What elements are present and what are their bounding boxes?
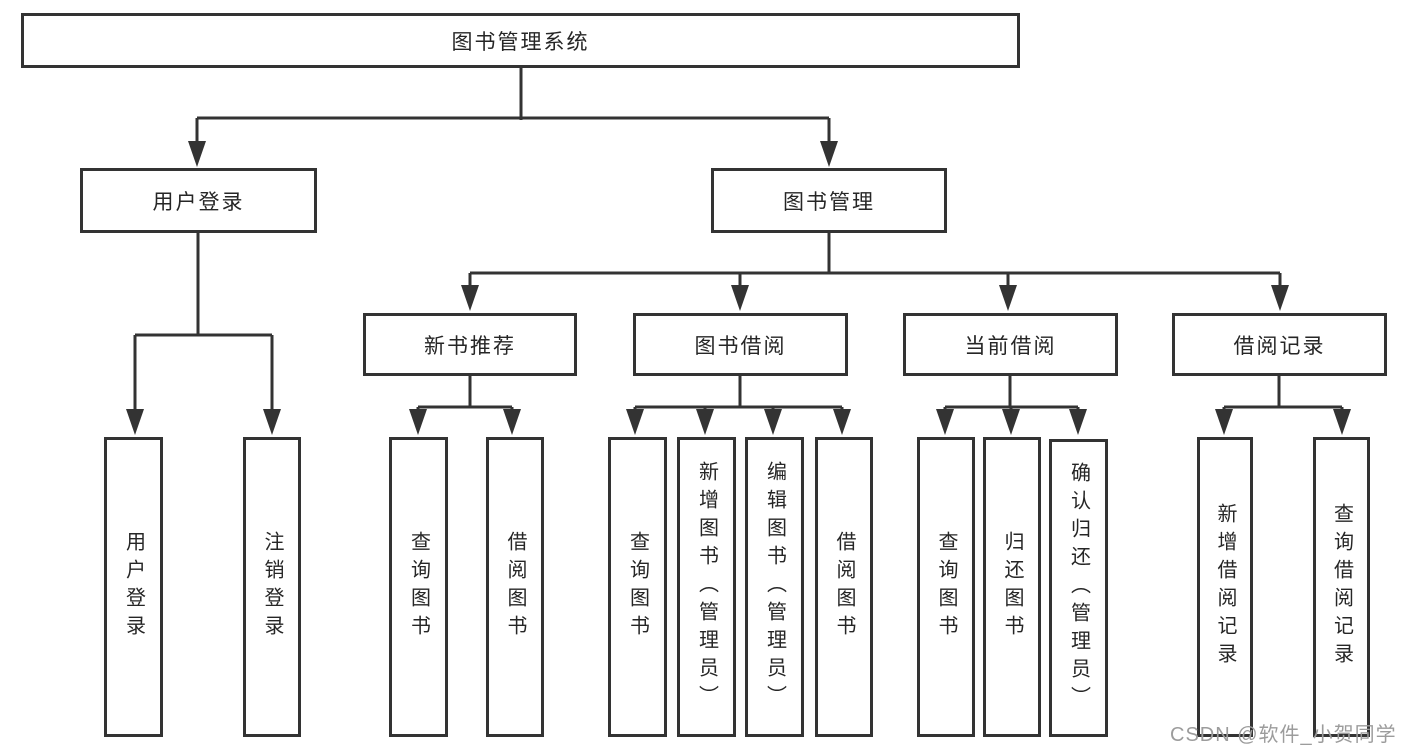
connector-root-to-level2 <box>188 68 838 167</box>
node-book-borrow-label: 图书借阅 <box>694 334 787 358</box>
leaf-borrow-borrow-books-label: 借阅图书 <box>833 531 855 643</box>
leaf-records-add-record-label: 新增借阅记录 <box>1214 503 1236 671</box>
node-book-management: 图书管理 <box>711 168 947 233</box>
leaf-user-login: 用户登录 <box>104 437 163 737</box>
node-root-system-label: 图书管理系统 <box>451 30 590 54</box>
leaf-current-query-books: 查询图书 <box>917 437 975 737</box>
leaf-records-query-record: 查询借阅记录 <box>1313 437 1370 737</box>
connector-user-login-children <box>126 233 281 435</box>
leaf-recommend-borrow-books: 借阅图书 <box>486 437 544 737</box>
leaf-recommend-query-books-label: 查询图书 <box>407 531 430 643</box>
leaf-recommend-borrow-books-label: 借阅图书 <box>504 531 526 643</box>
node-new-book-recommend-label: 新书推荐 <box>424 334 516 358</box>
connector-borrow-records-children <box>1215 376 1351 435</box>
leaf-borrow-add-books-admin: 新增图书（管理员） <box>677 437 736 737</box>
leaf-current-confirm-return-admin-label: 确认归还（管理员） <box>1067 462 1090 714</box>
leaf-records-query-record-label: 查询借阅记录 <box>1330 503 1353 671</box>
leaf-records-add-record: 新增借阅记录 <box>1197 437 1253 737</box>
leaf-current-return-books-label: 归还图书 <box>1001 531 1023 643</box>
node-new-book-recommend: 新书推荐 <box>363 313 577 376</box>
node-current-borrow-label: 当前借阅 <box>964 334 1057 358</box>
leaf-logout: 注销登录 <box>243 437 301 737</box>
leaf-recommend-query-books: 查询图书 <box>389 437 448 737</box>
leaf-current-confirm-return-admin: 确认归还（管理员） <box>1049 439 1108 737</box>
leaf-borrow-edit-books-admin-label: 编辑图书（管理员） <box>763 461 786 713</box>
node-book-borrow: 图书借阅 <box>633 313 848 376</box>
node-user-login: 用户登录 <box>80 168 317 233</box>
node-borrow-records-label: 借阅记录 <box>1233 334 1326 358</box>
leaf-borrow-edit-books-admin: 编辑图书（管理员） <box>745 437 804 737</box>
node-book-management-label: 图书管理 <box>783 190 875 214</box>
connector-book-borrow-children <box>626 376 851 435</box>
leaf-user-login-label: 用户登录 <box>122 531 145 643</box>
leaf-current-query-books-label: 查询图书 <box>935 531 957 643</box>
leaf-current-return-books: 归还图书 <box>983 437 1041 737</box>
csdn-watermark: CSDN @软件_小贺同学 <box>1170 724 1397 746</box>
node-root-system: 图书管理系统 <box>21 13 1020 68</box>
node-current-borrow: 当前借阅 <box>903 313 1118 376</box>
connector-current-borrow-children <box>936 376 1087 435</box>
node-user-login-label: 用户登录 <box>152 190 245 214</box>
connector-new-book-recommend-children <box>409 376 521 435</box>
connector-book-management-children <box>461 233 1289 311</box>
leaf-logout-label: 注销登录 <box>261 531 283 643</box>
node-borrow-records: 借阅记录 <box>1172 313 1387 376</box>
leaf-borrow-query-books-label: 查询图书 <box>626 531 649 643</box>
leaf-borrow-query-books: 查询图书 <box>608 437 667 737</box>
leaf-borrow-borrow-books: 借阅图书 <box>815 437 873 737</box>
leaf-borrow-add-books-admin-label: 新增图书（管理员） <box>695 461 718 713</box>
